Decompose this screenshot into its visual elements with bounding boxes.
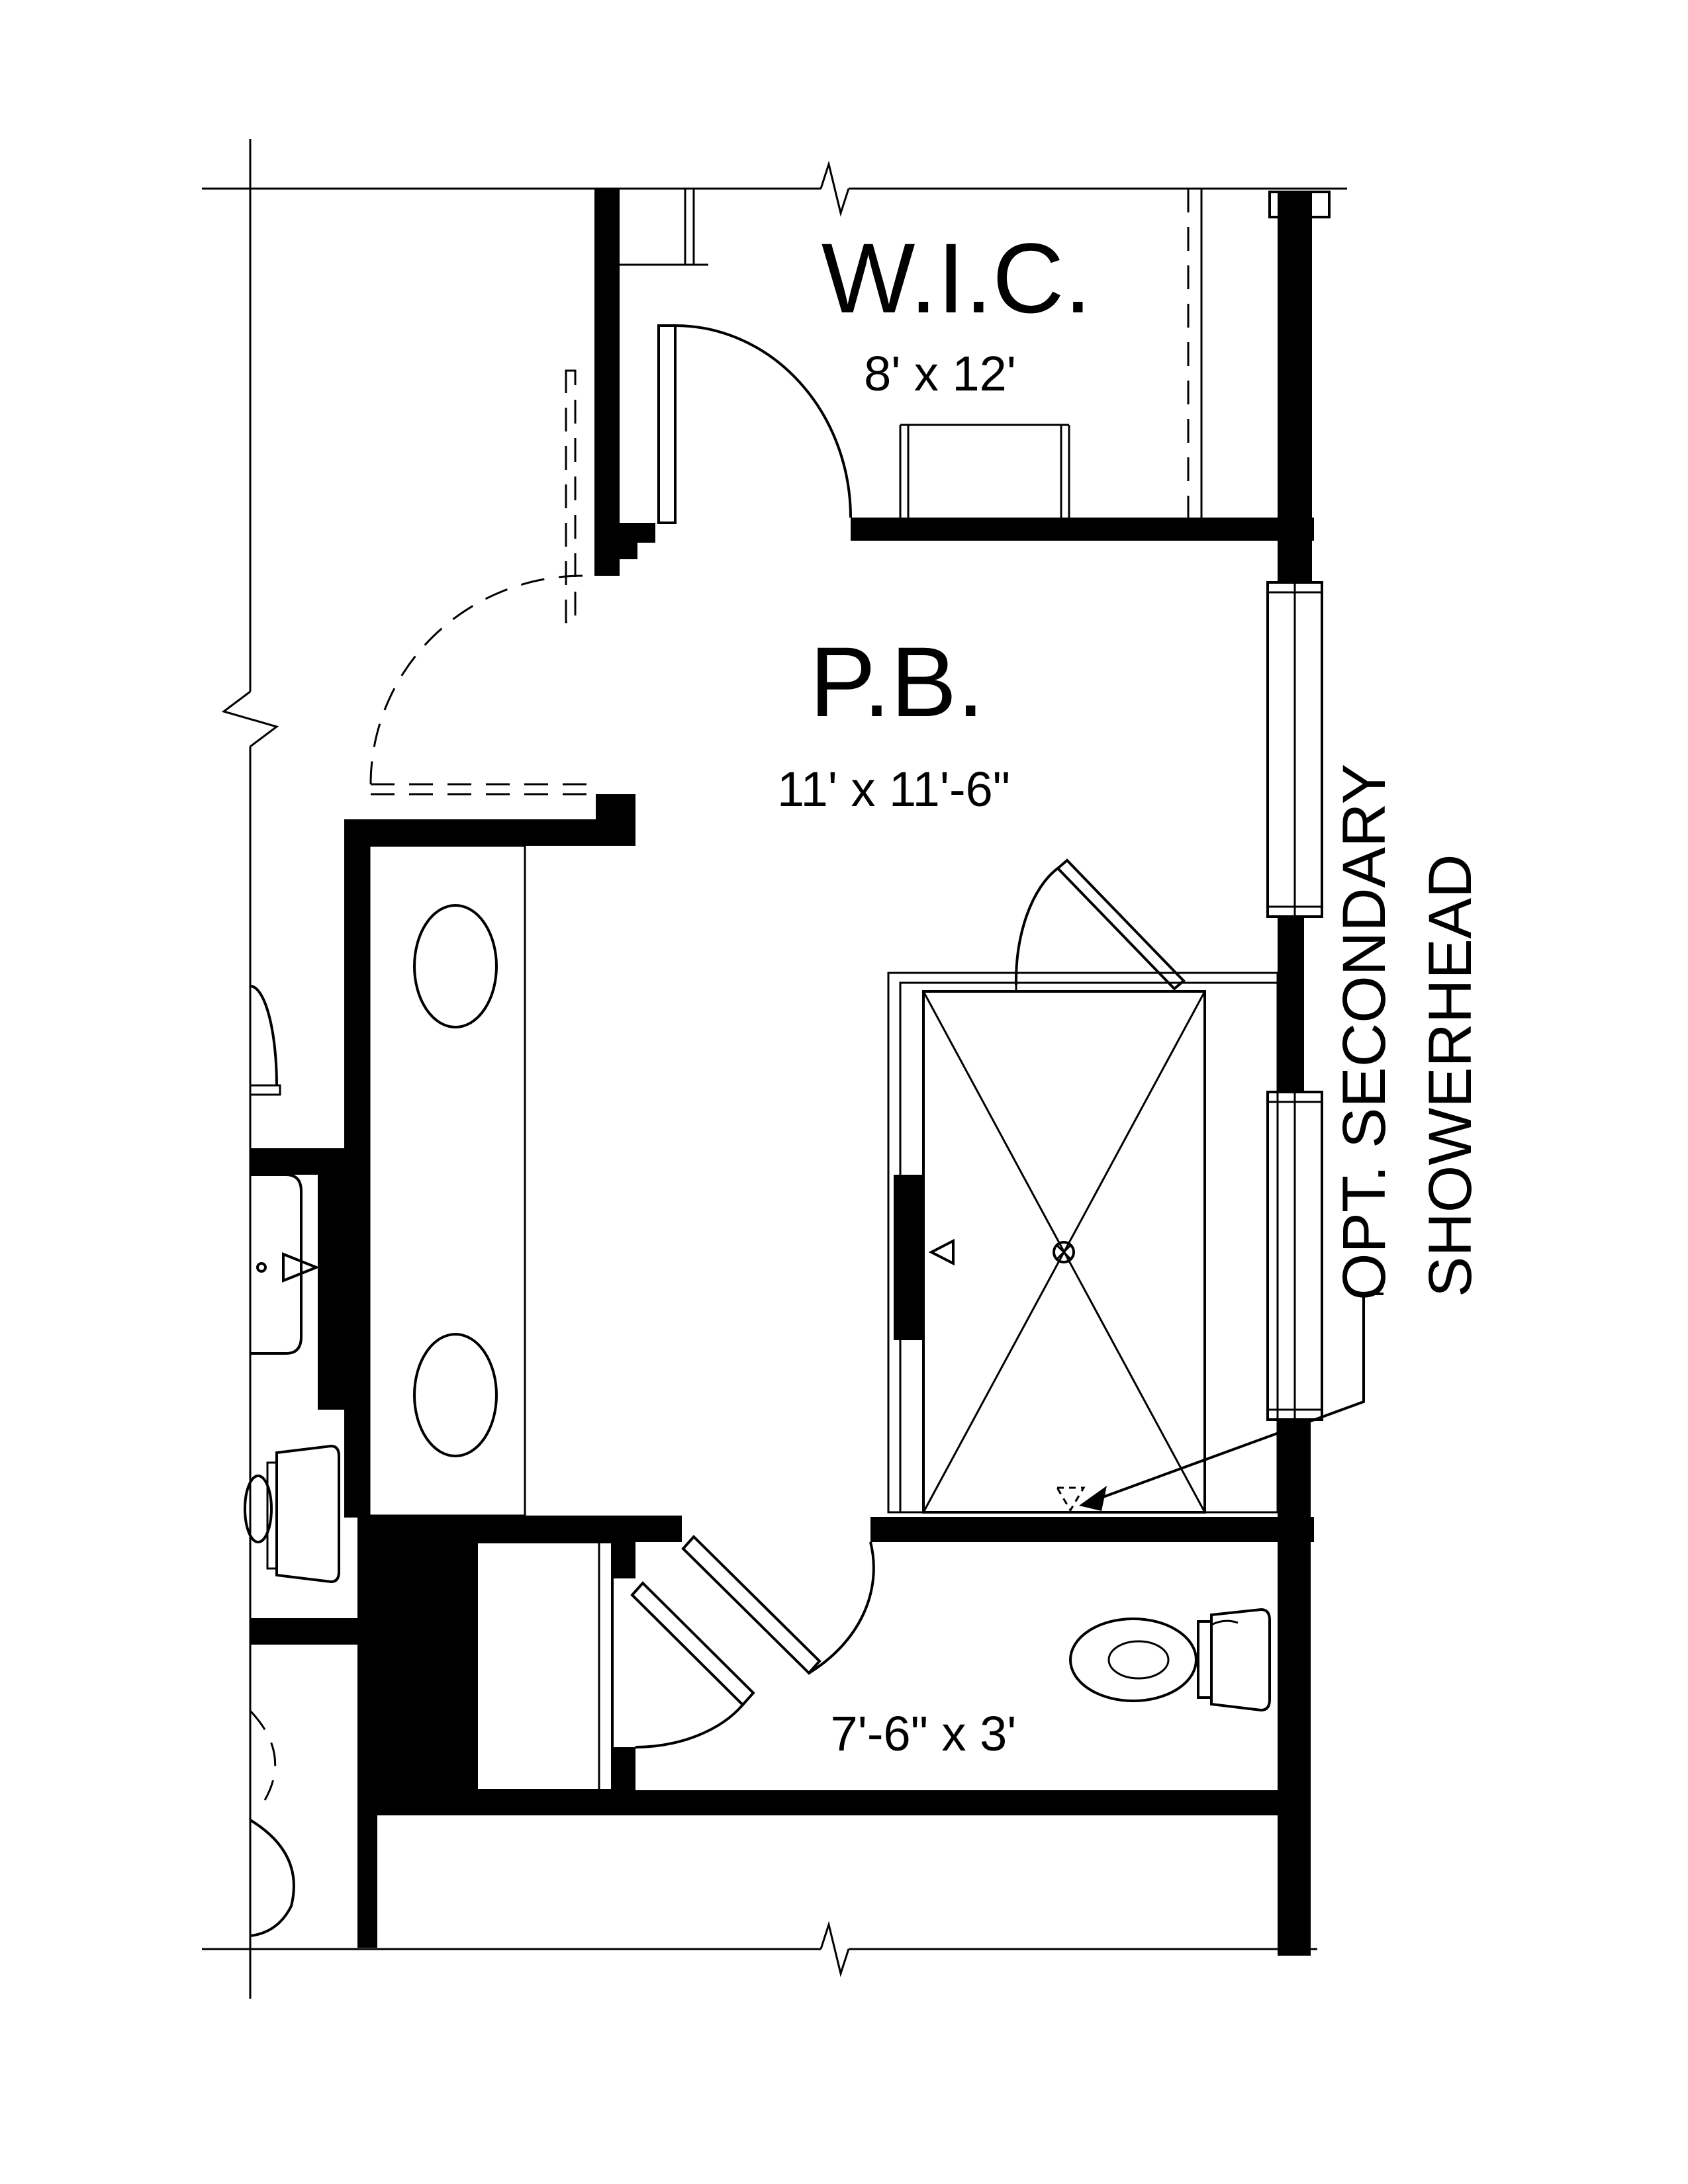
- drain-icon: [1053, 1241, 1075, 1263]
- top-right-post: [1268, 191, 1331, 218]
- wic-shelving: [620, 189, 1203, 518]
- break-lines: [202, 139, 1347, 1999]
- shower-door: [1014, 858, 1186, 991]
- shower: [887, 972, 1279, 1514]
- showerhead-note-line2: SHOWERHEAD: [1417, 854, 1484, 1297]
- toilet: [1069, 1608, 1271, 1712]
- wc-linen: [475, 1541, 614, 1792]
- showerhead-icon: [928, 1238, 955, 1266]
- wic-title: W.I.C.: [821, 222, 1092, 334]
- pb-title: P.B.: [810, 626, 984, 737]
- window-lower: [1266, 1091, 1323, 1421]
- pb-size: 11' x 11'-6": [777, 762, 1010, 817]
- window-upper: [1266, 581, 1323, 918]
- optional-showerhead-icon: [1055, 1486, 1086, 1512]
- wic-size: 8' x 12': [864, 346, 1016, 401]
- walls: [250, 189, 1314, 1956]
- vanity: [368, 844, 526, 1517]
- adjacent-room-fixtures: [244, 985, 340, 1937]
- sink-upper: [413, 904, 498, 1028]
- showerhead-note-line1: OPT. SECONDARY: [1331, 764, 1398, 1300]
- entry-door: [369, 369, 596, 796]
- wc-pocket-doors: [630, 1535, 875, 1749]
- sink-lower: [413, 1333, 498, 1457]
- wic-door: [657, 324, 852, 524]
- wc-size: 7'-6" x 3': [831, 1706, 1017, 1761]
- showerhead-leader: [1079, 1293, 1383, 1511]
